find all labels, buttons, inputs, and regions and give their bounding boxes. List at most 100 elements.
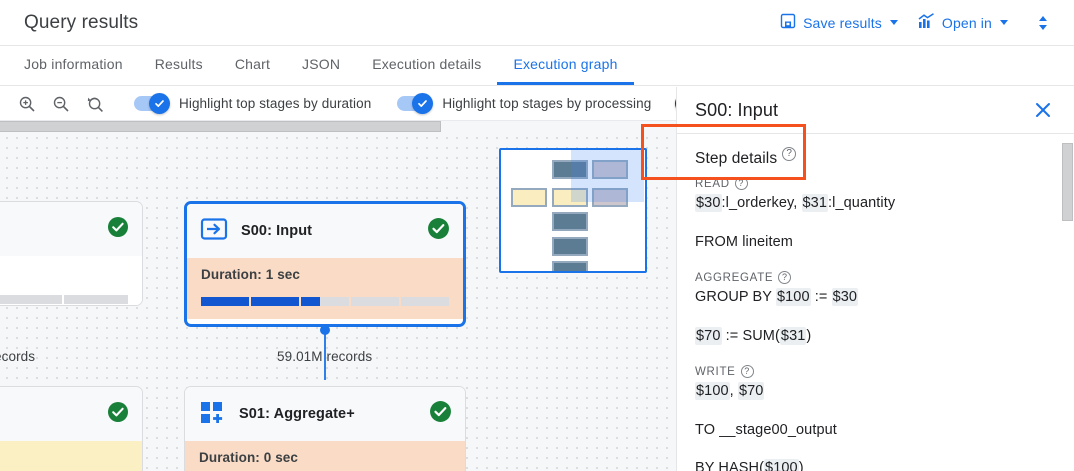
bar-segment <box>64 295 129 304</box>
tab-chart[interactable]: Chart <box>234 55 271 72</box>
section-write: WRITE ? $100, $70 <box>695 365 1056 402</box>
graph-node-s01[interactable]: S01: Aggregate+ Duration: 0 sec <box>184 386 466 471</box>
minimap-block <box>592 188 628 207</box>
tab-results[interactable]: Results <box>154 55 203 72</box>
scrollbar-thumb[interactable] <box>1062 143 1073 221</box>
tab-execution-details[interactable]: Execution details <box>372 55 482 72</box>
graph-node-partial-left[interactable] <box>0 201 143 306</box>
save-results-label: Save results <box>803 14 882 31</box>
minimap-block <box>552 237 588 256</box>
save-results-button[interactable]: Save results <box>770 7 908 38</box>
step-details-panel: S00: Input Step details ? READ ? $30:l_o… <box>676 87 1074 471</box>
minus-icon <box>675 93 676 114</box>
toggle-switch-on[interactable] <box>134 93 170 114</box>
toggle-highlight-processing[interactable]: Highlight top stages by processing <box>397 93 652 114</box>
status-success-icon <box>429 400 452 428</box>
scrollbar-thumb[interactable] <box>0 121 441 132</box>
minimap-block <box>511 188 547 207</box>
node-header <box>0 202 142 256</box>
zoom-reset-icon[interactable] <box>82 91 108 117</box>
bar-segment <box>201 297 249 306</box>
node-duration-section <box>0 441 142 471</box>
toggle-label-processing: Highlight top stages by processing <box>442 96 652 111</box>
header-actions: Save results Open in <box>770 6 1074 40</box>
status-success-icon <box>107 216 129 243</box>
node-title-s01: S01: Aggregate+ <box>239 406 355 422</box>
tab-json[interactable]: JSON <box>302 55 341 72</box>
step-details-body: READ ? $30:l_orderkey, $31:l_quantity FR… <box>677 168 1074 471</box>
toggle-label-duration: Highlight top stages by duration <box>179 96 372 111</box>
check-icon <box>149 93 170 114</box>
node-duration-label-s01: Duration: 0 sec <box>199 450 299 465</box>
tab-job-information[interactable]: Job information <box>24 55 123 72</box>
chart-icon <box>918 13 935 32</box>
edge-label-partial-left: ecords <box>0 349 36 364</box>
node-title-s00: S00: Input <box>241 223 313 239</box>
bar-segment <box>351 297 399 306</box>
minimap-block <box>592 160 628 179</box>
section-text-sum: $70 := SUM($31) <box>695 326 812 345</box>
step-details-label: Step details <box>695 150 778 167</box>
panel-header: S00: Input <box>677 87 1074 133</box>
section-text-from: FROM lineitem <box>695 233 793 250</box>
section-from: FROM lineitem <box>695 233 1056 253</box>
panel-vertical-scrollbar[interactable] <box>1062 98 1073 471</box>
graph-node-s00[interactable]: S00: Input Duration: 1 sec <box>184 201 466 327</box>
toggle-highlight-duration[interactable]: Highlight top stages by duration <box>134 93 372 114</box>
help-icon[interactable]: ? <box>778 271 792 285</box>
section-label-read: READ ? <box>695 177 1056 190</box>
execution-graph-minimap[interactable] <box>499 148 647 273</box>
check-icon <box>412 93 434 114</box>
node-header-s00: S00: Input <box>187 204 463 258</box>
close-icon[interactable] <box>1028 95 1058 125</box>
minimap-block <box>552 212 588 231</box>
status-success-icon <box>427 217 450 245</box>
open-in-button[interactable]: Open in <box>908 7 1018 38</box>
node-header <box>0 387 142 441</box>
zoom-out-icon[interactable] <box>48 91 74 117</box>
canvas-horizontal-scrollbar[interactable] <box>0 121 671 133</box>
chevron-down-icon <box>1000 20 1008 25</box>
section-by-hash: BY HASH($100) <box>695 459 1056 471</box>
open-in-label: Open in <box>941 14 992 31</box>
execution-graph-canvas[interactable]: ecords <box>0 121 676 471</box>
aggregate-plus-icon <box>198 398 226 431</box>
edge-label-records: 59.01M records <box>277 349 373 364</box>
section-aggregate: AGGREGATE ? GROUP BY $100 := $30 <box>695 271 1056 308</box>
section-text-by-hash: BY HASH($100) <box>695 459 1056 471</box>
input-arrow-icon <box>200 215 228 248</box>
help-icon[interactable]: ? <box>734 177 748 190</box>
node-progress-bar <box>0 295 129 304</box>
minimap-block <box>552 160 588 179</box>
section-to: TO __stage00_output <box>695 421 1056 441</box>
section-text-write: $100, $70 <box>695 382 765 401</box>
section-text-to: TO __stage00_output <box>695 421 837 438</box>
node-progress-bar-s00 <box>201 297 449 306</box>
help-icon[interactable]: ? <box>782 147 797 161</box>
save-icon <box>780 13 796 32</box>
help-icon[interactable]: ? <box>740 365 754 379</box>
graph-toolbar: Highlight top stages by duration Highlig… <box>0 87 676 121</box>
bar-segment <box>251 297 299 306</box>
section-text-aggregate: GROUP BY $100 := $30 <box>695 288 859 307</box>
section-read: READ ? $30:l_orderkey, $31:l_quantity <box>695 177 1056 214</box>
page-header: Query results Save results <box>0 0 1074 46</box>
node-duration-section-s01: Duration: 0 sec <box>185 441 465 471</box>
bar-segment <box>401 297 449 306</box>
unfold-more-icon[interactable] <box>1026 6 1060 40</box>
tab-execution-graph[interactable]: Execution graph <box>497 45 634 85</box>
zoom-in-icon[interactable] <box>14 91 40 117</box>
node-header-s01: S01: Aggregate+ <box>185 387 465 441</box>
toggle-switch-on[interactable] <box>397 93 434 114</box>
page-title: Query results <box>24 11 139 33</box>
graph-node-partial-left-lower[interactable] <box>0 386 143 471</box>
tab-bar: Job information Results Chart JSON Execu… <box>0 46 1074 86</box>
step-details-heading: Step details ? <box>677 134 797 168</box>
status-success-icon <box>107 401 129 428</box>
minimap-block <box>552 261 588 271</box>
node-duration-section-s00: Duration: 1 sec <box>187 258 463 319</box>
section-sum: $70 := SUM($31) <box>695 326 1056 347</box>
bar-segment <box>301 297 349 306</box>
section-label-aggregate: AGGREGATE ? <box>695 271 1056 285</box>
